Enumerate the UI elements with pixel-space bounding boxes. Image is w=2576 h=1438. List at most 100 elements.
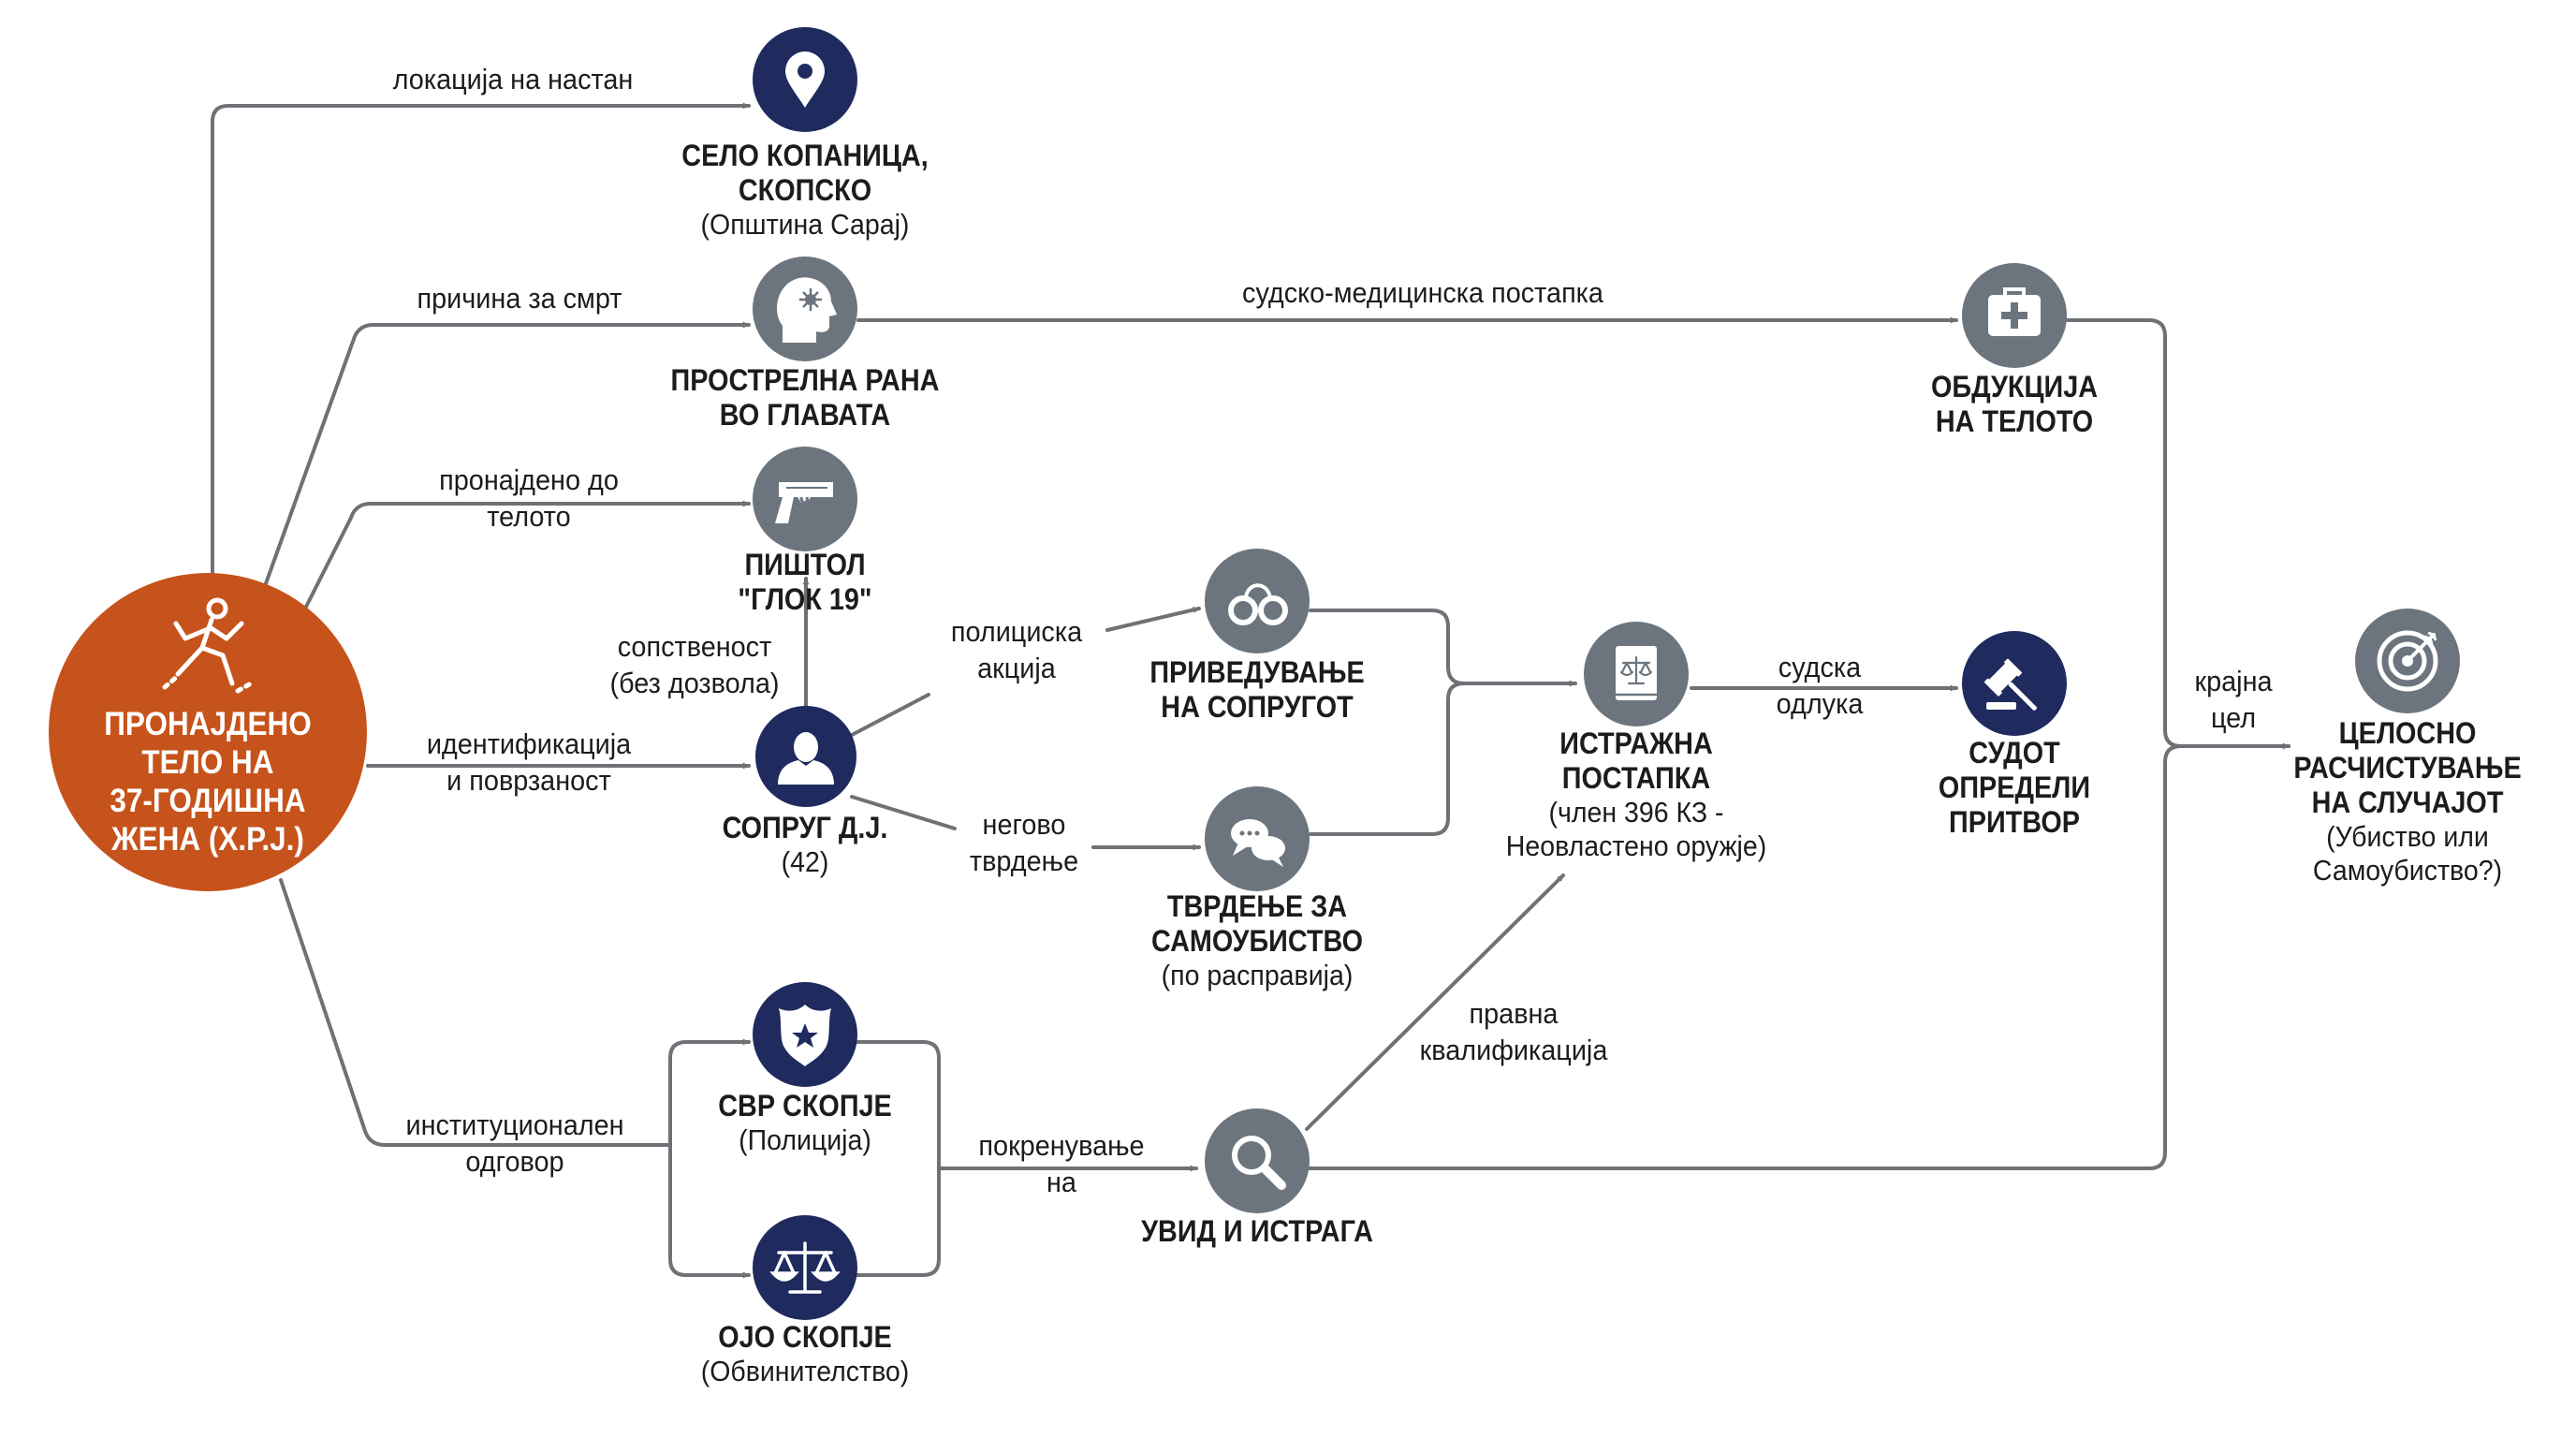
- wound-title-1: ПРОСТРЕЛНА РАНА: [670, 363, 940, 397]
- edge-label-ownership: сопственост (без дозвола): [604, 629, 786, 702]
- connector-lines: [211, 102, 2291, 1279]
- edge-label-court-decision: судска одлука: [1773, 650, 1866, 723]
- edge-label-legal-2: квалификација: [1419, 1033, 1608, 1066]
- detention-label: СУДОТ ОПРЕДЕЛИ ПРИТВОР: [1930, 736, 2099, 840]
- edge-label-initiation-2: на: [1046, 1165, 1076, 1198]
- law-book-icon: [1616, 646, 1657, 700]
- edge-label-forensic-1: судско-медицинска постапка: [1242, 276, 1603, 309]
- edge-label-forensic: судско-медицинска постапка: [1229, 275, 1617, 312]
- wound-title-2: ВО ГЛАВАТА: [719, 398, 891, 433]
- root-line-2: ТЕЛО НА: [141, 743, 274, 781]
- edge-label-institutional-1: институционален: [405, 1108, 624, 1141]
- edge-label-court-decision-1: судска: [1778, 651, 1862, 683]
- arrest-title-1: ПРИВЕДУВАЊЕ: [1149, 655, 1365, 689]
- detention-title-3: ПРИТВОР: [1949, 805, 2080, 840]
- target-icon: [2377, 630, 2438, 692]
- pistol-title-1: ПИШТОЛ: [744, 548, 866, 581]
- edge-label-legal-1: правна: [1469, 997, 1559, 1030]
- goal-label: ЦЕЛОСНО РАСЧИСТУВАЊЕ НА СЛУЧАЈОТ (Убиств…: [2281, 716, 2534, 888]
- node-police[interactable]: [753, 982, 857, 1087]
- edge-label-institutional: институционален одговор: [398, 1108, 633, 1181]
- edge-spouse-to-arrest-b: [1105, 607, 1201, 632]
- edge-label-found-near-2: телото: [487, 499, 571, 533]
- police-sub-1: (Полиција): [739, 1123, 871, 1157]
- node-claim[interactable]: [1205, 786, 1310, 891]
- goal-sub-2: Самоубиство?): [2312, 854, 2503, 888]
- map-pin-icon: [785, 51, 825, 108]
- location-sub-1: (Општина Сарај): [700, 208, 910, 242]
- node-prosecution[interactable]: [753, 1215, 857, 1320]
- edge-label-ownership-1: сопственост: [617, 630, 772, 663]
- pistol-icon: [775, 482, 833, 523]
- node-goal[interactable]: [2355, 609, 2460, 713]
- autopsy-title-2: НА ТЕЛОТО: [1935, 404, 2094, 439]
- edge-inquiry-to-goal: [1306, 742, 2291, 1170]
- node-arrest[interactable]: [1205, 549, 1310, 653]
- person-icon: [778, 732, 834, 785]
- edge-branch-to-police: [668, 1038, 751, 1147]
- edge-root-to-pistol: [300, 500, 751, 618]
- node-investigation[interactable]: [1584, 622, 1689, 726]
- claim-label: ТВРДЕЊЕ ЗА САМОУБИСТВО (по расправија): [1139, 889, 1374, 992]
- edge-label-final-goal: крајна цел: [2191, 664, 2275, 737]
- goal-title-2: РАСЧИСТУВАЊЕ: [2293, 751, 2522, 785]
- edge-root-to-wound: [258, 321, 751, 601]
- root-label: ПРОНАЈДЕНО ТЕЛО НА 37-ГОДИШНА ЖЕНА (Х.Р.…: [93, 706, 323, 859]
- investigation-sub-2: Неовластено оружје): [1505, 829, 1767, 863]
- edge-police-to-merge: [854, 1040, 941, 1170]
- edge-label-identification-2: и поврзаност: [446, 763, 611, 797]
- edge-label-location: локација на настан: [384, 62, 642, 98]
- edge-label-initiation-1: покренување: [978, 1129, 1145, 1162]
- root-line-1: ПРОНАЈДЕНО: [104, 706, 312, 742]
- investigation-label: ИСТРАЖНА ПОСТАПКА (член 396 КЗ - Неовлас…: [1495, 726, 1778, 863]
- edge-root-to-location: [211, 102, 751, 587]
- edge-label-institutional-2: одговор: [465, 1144, 564, 1178]
- root-node[interactable]: [49, 573, 367, 891]
- claim-title-2: САМОУБИСТВО: [1150, 924, 1364, 959]
- edge-root-to-response: [279, 878, 672, 1147]
- pistol-title-2: "ГЛОК 19": [738, 582, 872, 617]
- police-title-1: СВР СКОПЈЕ: [718, 1089, 892, 1123]
- investigation-sub-1: (член 396 КЗ -: [1548, 796, 1724, 829]
- location-label: СЕЛО КОПАНИЦА, СКОПСКО (Општина Сарај): [668, 139, 943, 242]
- spouse-label: СОПРУГ Д.Ј. (42): [713, 811, 897, 879]
- edge-prosecution-to-merge: [854, 1167, 941, 1277]
- node-spouse[interactable]: [755, 706, 856, 807]
- edge-label-his-claim: негово тврдење: [966, 807, 1083, 880]
- location-title-2: СКОПСКО: [738, 173, 872, 208]
- edge-spouse-to-claim-a: [850, 795, 957, 830]
- spouse-title-1: СОПРУГ Д.Ј.: [722, 811, 888, 844]
- node-detention[interactable]: [1962, 631, 2067, 736]
- node-autopsy[interactable]: [1962, 263, 2067, 368]
- crime-scene-body-outline-icon: [162, 597, 254, 694]
- claim-title-1: ТВРДЕЊЕ ЗА: [1166, 889, 1348, 923]
- detention-title-2: ОПРЕДЕЛИ: [1938, 770, 2091, 805]
- arrest-label: ПРИВЕДУВАЊЕ НА СОПРУГОТ: [1138, 655, 1377, 725]
- magnifier-icon: [1232, 1136, 1286, 1190]
- inquiry-label: УВИД И ИСТРАГА: [1128, 1214, 1385, 1249]
- edge-inquiry-to-investigation: [1305, 873, 1565, 1131]
- location-title-1: СЕЛО КОПАНИЦА,: [681, 139, 929, 172]
- head-wound-icon: [777, 277, 837, 343]
- edge-label-his-claim-1: негово: [982, 808, 1066, 841]
- spouse-sub-1: (42): [781, 845, 829, 879]
- investigation-title-1: ИСТРАЖНА: [1559, 726, 1713, 760]
- root-line-3: 37-ГОДИШНА: [110, 782, 306, 819]
- node-wound[interactable]: [753, 257, 857, 361]
- handcuffs-icon: [1228, 583, 1288, 625]
- edge-label-found-near-1: пронајдено до: [439, 463, 619, 496]
- speech-bubbles-icon: [1231, 819, 1285, 867]
- edge-label-initiation: покренување на: [973, 1128, 1150, 1201]
- edge-label-final-goal-1: крајна: [2194, 665, 2273, 697]
- edge-label-identification-1: идентификација: [426, 727, 632, 760]
- pistol-label: ПИШТОЛ "ГЛОК 19": [730, 548, 879, 617]
- autopsy-title-1: ОБДУКЦИЈА: [1930, 370, 2099, 404]
- prosecution-label: ОЈО СКОПЈЕ (Обвинителство): [692, 1320, 918, 1388]
- node-inquiry[interactable]: [1205, 1108, 1310, 1213]
- edge-claim-to-investigation: [1309, 682, 1500, 836]
- node-pistol[interactable]: [753, 447, 857, 551]
- edge-branch-to-prosecution: [668, 1143, 751, 1279]
- node-location[interactable]: [753, 27, 857, 132]
- edge-label-identification: идентификација и поврзаност: [419, 726, 639, 800]
